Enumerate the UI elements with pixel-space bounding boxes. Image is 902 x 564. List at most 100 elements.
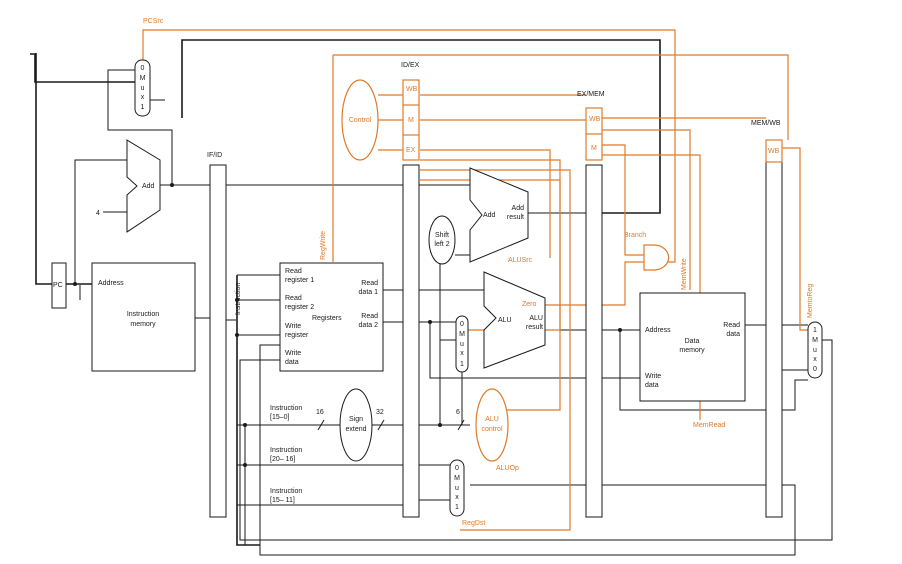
instr-20-16-label-2: [20– 16] [270,456,295,463]
pc-register: PC [51,262,67,309]
alu-control-label-1: ALU [485,416,499,423]
memtoreg-label: MemtoReg [807,284,814,318]
imem-label-1: Instruction [127,311,159,318]
dmem-label-1: Data [685,338,700,345]
shift-label-1: Shift [435,232,449,239]
dmem-read-label-1: Read [723,322,740,329]
regdst-mux-label-0: 0 [455,465,459,472]
regdst-mux-label-1: M [454,475,460,482]
regdst-mux-label-2: u [455,485,459,492]
alusrc-mux-label-0: 0 [460,321,464,328]
regdst-mux-label-4: 1 [455,504,459,511]
zero-label: Zero [522,301,537,308]
regdst-mux-label-3: x [455,494,459,501]
add-result-label-2: result [507,214,524,221]
width-6-label: 6 [456,409,460,416]
alu-control: ALU control [475,388,509,462]
ex-mem-label: EX/MEM [577,91,605,98]
add-result-label-1: Add [512,205,525,212]
memtoreg-mux-label-2: u [813,347,817,354]
pcsrc-label: PCSrc [143,18,164,25]
instr-15-0-label-1: Instruction [270,405,302,412]
alusrc-label: ALUSrc [508,257,533,264]
constant-four: 4 [96,210,100,217]
memtoreg-mux-label-1: M [812,337,818,344]
write-data-label-1: Write [285,350,301,357]
register-file: Read register 1 Read register 2 Register… [279,262,384,372]
if-id-label: IF/ID [207,152,222,159]
alu-result-label-2: result [526,324,543,331]
read-reg2-label-1: Read [285,295,302,302]
width-32-label: 32 [376,409,384,416]
read-data2-label-1: Read [361,313,378,320]
instr-20-16-label-1: Instruction [270,447,302,454]
dmem-address-label: Address [645,327,671,334]
write-reg-label-2: register [285,332,309,339]
memtoreg-mux-label-4: 0 [813,366,817,373]
pc-label: PC [53,282,63,289]
datapath-wires [30,39,833,556]
branch-label: Branch [624,232,646,239]
dmem-write-label-1: Write [645,373,661,380]
data-memory: Address Read data Data memory Write data [639,292,746,402]
alusrc-mux-label-3: x [460,350,464,357]
width-16-label: 16 [316,409,324,416]
instr-15-0-label-2: [15–0] [270,414,290,421]
shift-label-2: left 2 [434,241,449,248]
memtoreg-mux: 1 M u x 0 [807,321,823,379]
memtoreg-mux-label-3: x [813,356,817,363]
memread-label: MemRead [693,422,725,429]
regdst-mux: 0 M u x 1 [449,459,465,517]
sign-extend-label-1: Sign [349,416,363,423]
branch-and-gate: Branch [624,232,670,271]
regwrite-label: RegWrite [320,231,327,260]
instruction-memory: Address Instruction memory [91,262,196,372]
dmem-write-label-2: data [645,382,659,389]
ex-mem-wb-label: WB [589,116,601,123]
pc-mux-label-3: x [141,94,145,101]
alusrc-mux-label-4: 1 [460,361,464,368]
ex-mem-register: WB M EX/MEM [577,91,605,518]
shift-left-2: Shift left 2 [428,215,456,265]
regdst-label: RegDst [462,520,485,527]
memwrite-label: MemWrite [681,258,688,290]
alu-label: ALU [498,317,512,324]
dmem-read-label-2: data [726,331,740,338]
alu-control-label-2: control [481,426,502,433]
registers-label: Registers [312,315,342,322]
write-data-label-2: data [285,359,299,366]
dmem-label-2: memory [679,347,705,354]
branch-adder-label: Add [483,212,496,219]
alu: Zero ALU ALU result [483,271,546,369]
alusrc-mux-label-1: M [459,331,465,338]
sign-extend: Sign extend [339,388,373,462]
alusrc-mux: 0 M u x 1 [455,315,469,373]
id-ex-wb-label: WB [406,86,418,93]
control-wires [142,29,808,531]
pc-mux-label-4: 1 [141,104,145,111]
instr-15-11-label-1: Instruction [270,488,302,495]
pc-mux-label-1: M [140,75,146,82]
control-unit: Control [341,79,379,161]
read-reg1-label-2: register 1 [285,277,314,284]
memtoreg-mux-label-0: 1 [813,327,817,334]
control-label: Control [349,117,372,124]
read-data1-label-1: Read [361,280,378,287]
mem-wb-register: WB MEM/WB [751,120,783,518]
id-ex-label: ID/EX [401,62,420,69]
write-reg-label-1: Write [285,323,301,330]
pc-mux-label-2: u [141,85,145,92]
aluop-label: ALUOp [496,465,519,472]
sign-extend-label-2: extend [345,426,366,433]
id-ex-m-label: M [408,117,414,124]
read-reg1-label-1: Read [285,268,302,275]
pc-mux: 0 M u x 1 [134,59,151,117]
mem-wb-label: MEM/WB [751,120,781,127]
instr-15-11-label-2: [15– 11] [270,497,295,504]
junction-dots [73,183,622,467]
pc-adder-label: Add [142,183,155,190]
pc-mux-label-0: 0 [141,65,145,72]
read-data2-label-2: data 2 [359,322,379,329]
